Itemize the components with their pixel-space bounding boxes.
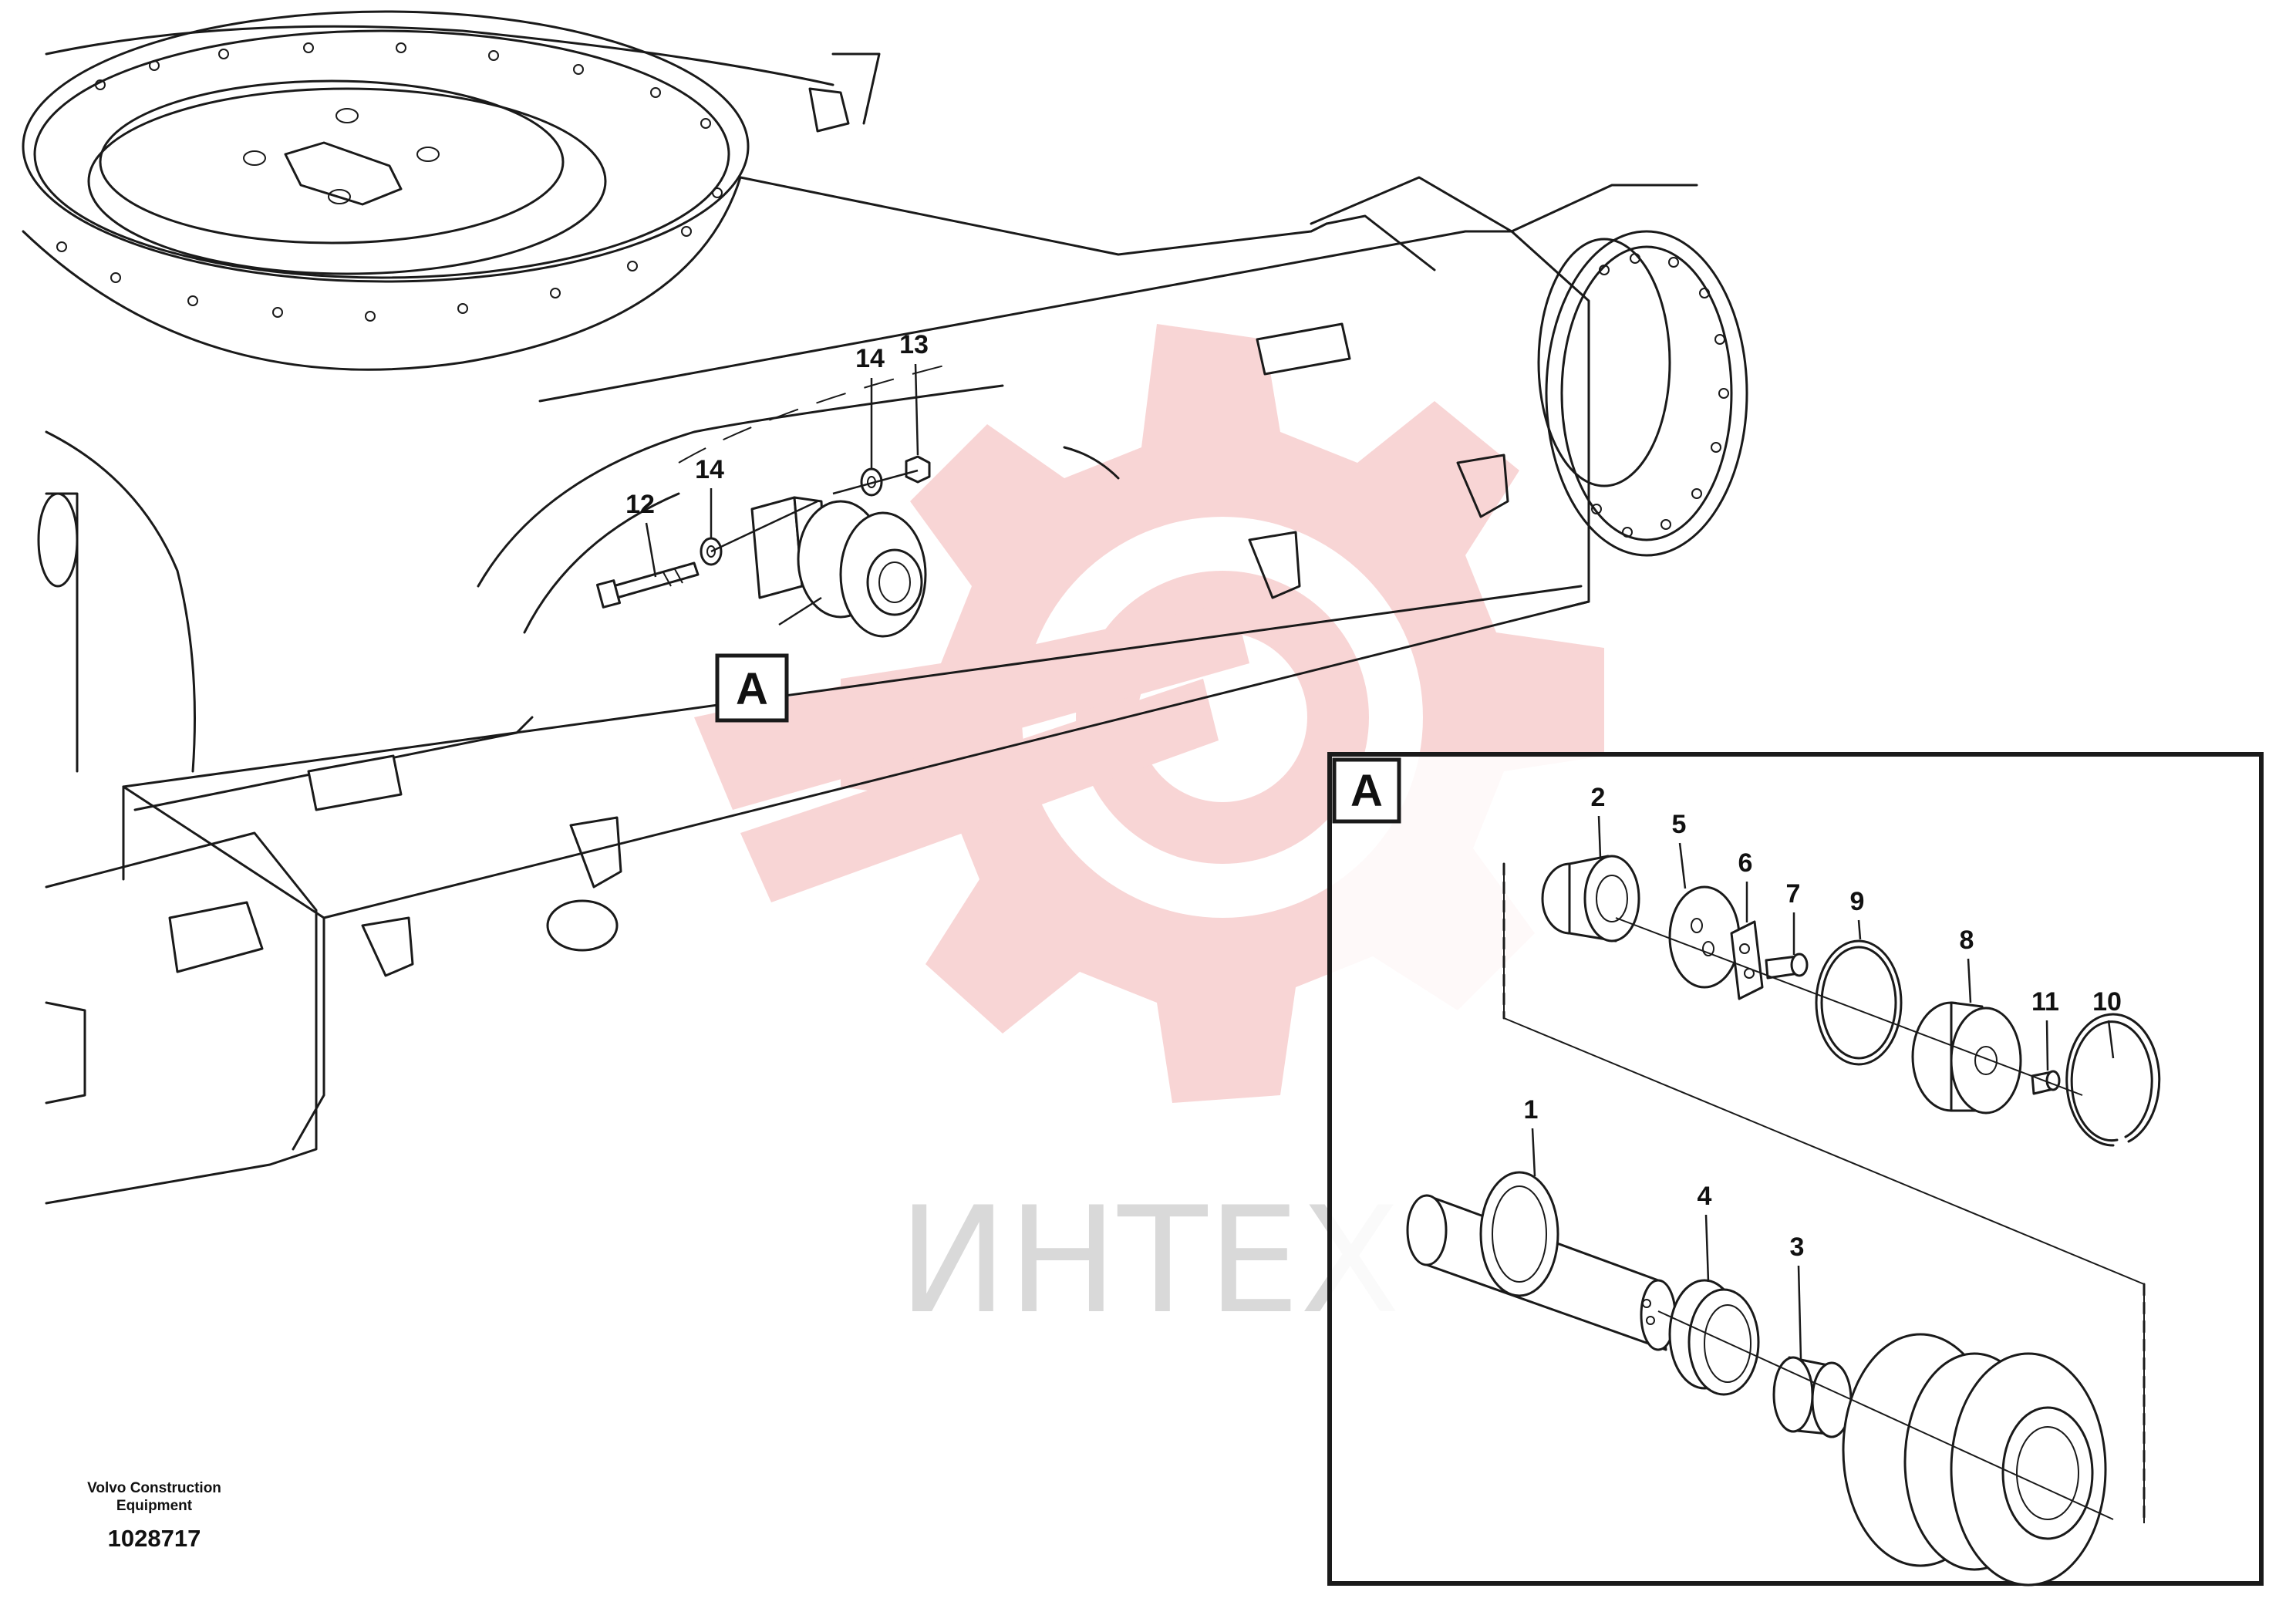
roller-assembly-mounted [595, 455, 931, 638]
brand-line-1: Volvo Construction [87, 1480, 221, 1496]
callout-a-label: A [736, 664, 768, 714]
part-label-9: 9 [1850, 887, 1865, 916]
callout-a: A [715, 596, 822, 723]
part-label-11: 11 [2031, 987, 2059, 1017]
part-label-8: 8 [1960, 926, 1974, 955]
brand-line-2: Equipment [116, 1498, 193, 1514]
part-label-10: 10 [2092, 987, 2122, 1017]
part-label-6: 6 [1738, 848, 1753, 878]
part-label-7: 7 [1786, 879, 1801, 909]
watermark-gear-logo-icon [694, 324, 1604, 1103]
main-view-labels: 12 14 14 13 [625, 330, 929, 578]
drawing-number: 1028717 [108, 1525, 201, 1552]
detail-view-a: A [1327, 752, 2264, 1587]
part-label-14-left: 14 [695, 455, 724, 484]
undercarriage-frame [22, 10, 1748, 1205]
detail-view-a-label: A [1350, 766, 1383, 816]
footer: Volvo Construction Equipment 1028717 [87, 1480, 221, 1552]
part-label-2: 2 [1591, 783, 1606, 812]
part-label-13: 13 [899, 330, 929, 359]
part-label-12: 12 [625, 490, 655, 519]
watermark-text: ИНТЕХ [898, 1175, 1400, 1346]
part-label-3: 3 [1790, 1233, 1805, 1262]
part-label-1: 1 [1524, 1095, 1539, 1125]
part-label-14-right: 14 [855, 344, 885, 373]
part-label-4: 4 [1698, 1182, 1712, 1211]
part-label-5: 5 [1672, 810, 1687, 839]
